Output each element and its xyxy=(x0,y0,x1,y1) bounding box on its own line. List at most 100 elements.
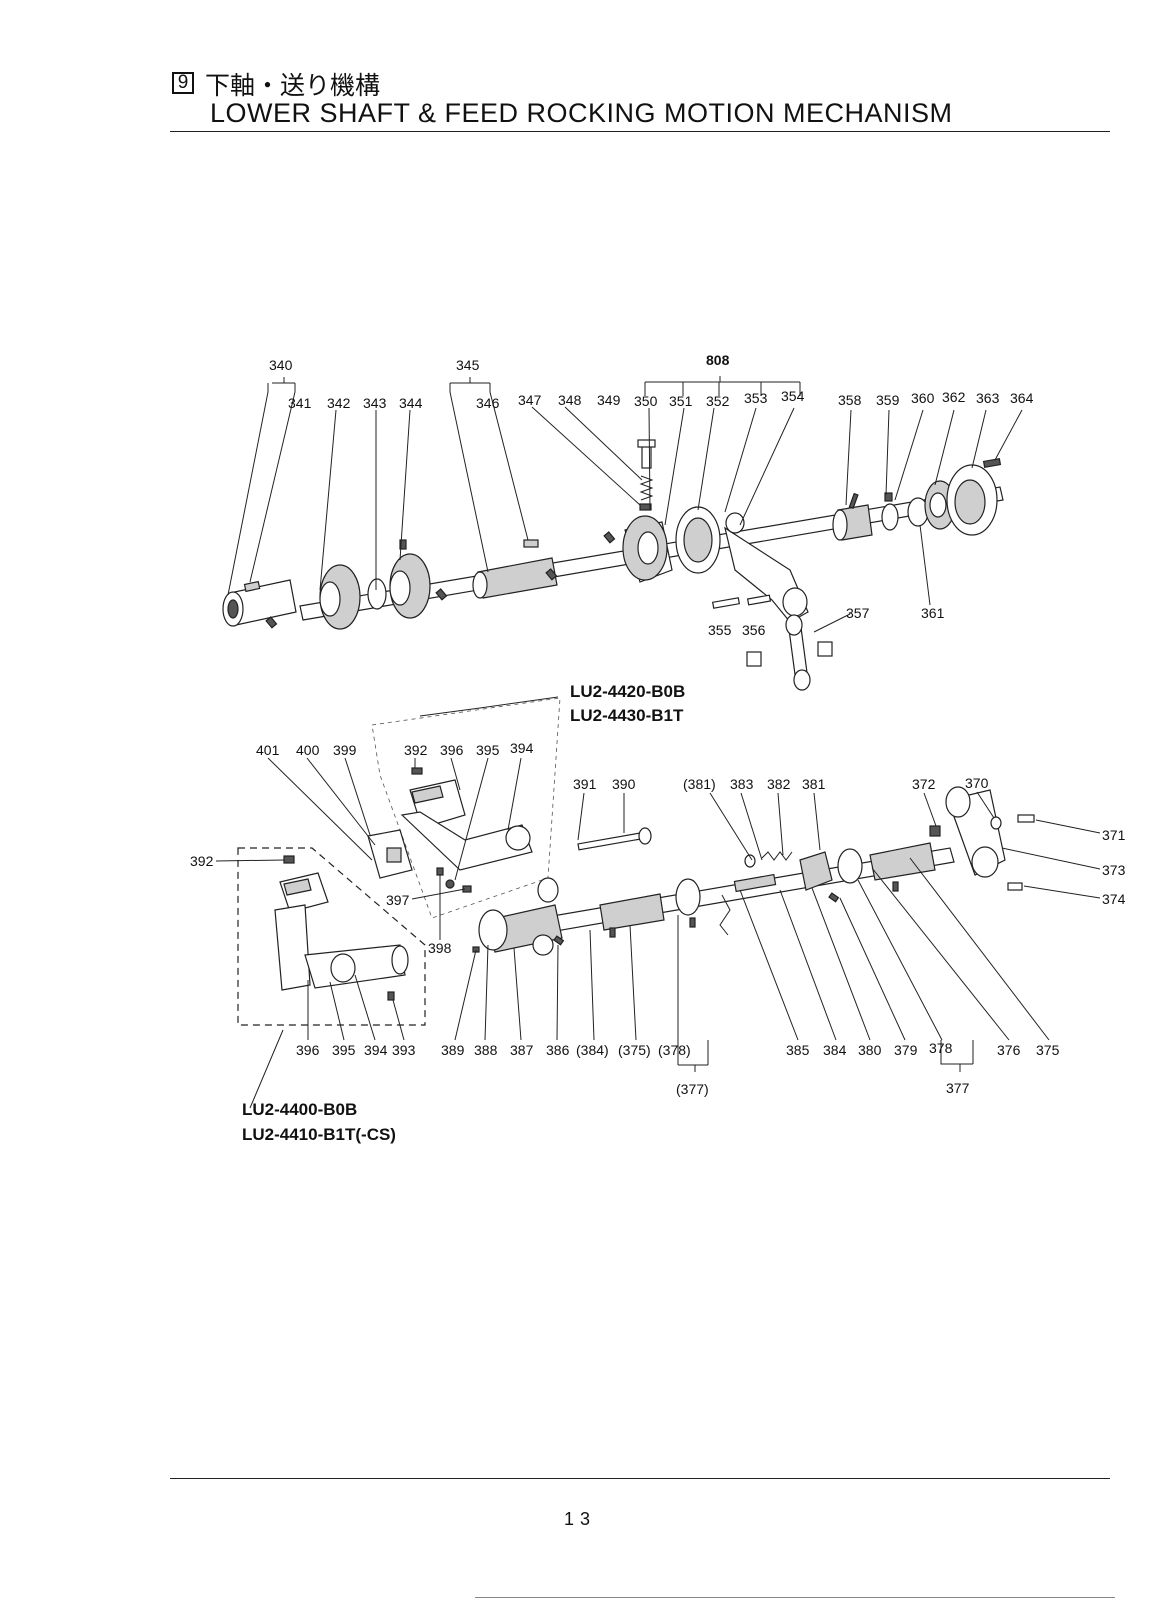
nut-372 xyxy=(929,825,941,837)
model-lu2-4400: LU2-4400-B0B xyxy=(242,1100,357,1119)
label-340: 340 xyxy=(269,357,293,373)
model-lu2-4420: LU2-4420-B0B xyxy=(570,682,685,701)
lower-optional-box xyxy=(237,847,426,1026)
slide-block-b xyxy=(817,641,833,657)
label-384-paren: (384) xyxy=(576,1042,609,1058)
label-396a: 396 xyxy=(440,742,464,758)
lower-leader-lines xyxy=(215,696,1101,1109)
section-title-english: LOWER SHAFT & FEED ROCKING MOTION MECHAN… xyxy=(210,98,953,128)
label-396b: 396 xyxy=(296,1042,320,1058)
label-362: 362 xyxy=(942,389,966,405)
label-342: 342 xyxy=(327,395,351,411)
screw-393 xyxy=(387,991,395,1001)
screw-392b xyxy=(283,855,295,864)
model-lu2-4430: LU2-4430-B1T xyxy=(570,706,684,725)
label-393: 393 xyxy=(392,1042,416,1058)
label-382: 382 xyxy=(767,776,791,792)
feed-bar-394b xyxy=(274,904,311,991)
label-371: 371 xyxy=(1102,827,1126,843)
label-357: 357 xyxy=(846,605,870,621)
collar-380 xyxy=(837,848,863,884)
label-391: 391 xyxy=(573,776,597,792)
bushing-375 xyxy=(599,893,665,931)
footer-rule xyxy=(170,1478,1110,1479)
model-lu2-4410: LU2-4410-B1T(-CS) xyxy=(242,1125,396,1144)
label-359: 359 xyxy=(876,392,900,408)
label-379: 379 xyxy=(894,1042,918,1058)
lower-shaft-assembly xyxy=(222,439,1004,691)
label-377: 377 xyxy=(946,1080,970,1096)
label-400: 400 xyxy=(296,742,320,758)
collar-378 xyxy=(675,878,701,916)
label-352: 352 xyxy=(706,393,730,409)
screw-374 xyxy=(1007,882,1023,891)
label-354: 354 xyxy=(781,388,805,404)
label-386: 386 xyxy=(546,1042,570,1058)
label-381-paren: (381) xyxy=(683,776,716,792)
label-392b: 392 xyxy=(190,853,214,869)
feed-bar-394a xyxy=(400,811,533,871)
bushing-346 xyxy=(477,557,558,599)
label-373: 373 xyxy=(1102,862,1126,878)
collar-395a xyxy=(445,879,455,889)
label-353: 353 xyxy=(744,390,768,406)
label-401: 401 xyxy=(256,742,280,758)
screw-364 xyxy=(982,457,1002,469)
label-375-paren: (375) xyxy=(618,1042,651,1058)
spring-348 xyxy=(639,475,654,501)
header-rule xyxy=(170,131,1110,132)
label-349: 349 xyxy=(597,392,621,408)
section-title-japanese: 下軸・送り機構 xyxy=(205,71,381,100)
label-381: 381 xyxy=(802,776,826,792)
feed-rocking-assembly xyxy=(237,697,1035,1026)
label-378: 378 xyxy=(929,1040,953,1056)
bushing-376 xyxy=(869,842,936,881)
label-345: 345 xyxy=(456,357,480,373)
pin-390 xyxy=(577,831,647,851)
label-388: 388 xyxy=(474,1042,498,1058)
screw-398 xyxy=(436,867,444,876)
label-372: 372 xyxy=(912,776,936,792)
collar-343 xyxy=(367,578,387,610)
screw-392a xyxy=(411,767,423,775)
label-392a: 392 xyxy=(404,742,428,758)
wire-384 xyxy=(719,894,731,936)
collar-395b xyxy=(330,953,356,983)
label-377-paren: (377) xyxy=(676,1081,709,1097)
label-390: 390 xyxy=(612,776,636,792)
section-number-box: 9 xyxy=(172,72,194,94)
pin-371 xyxy=(1017,814,1035,823)
label-347: 347 xyxy=(518,392,542,408)
label-397: 397 xyxy=(386,892,410,908)
label-350: 350 xyxy=(634,393,658,409)
label-378-paren: (378) xyxy=(658,1042,691,1058)
label-361: 361 xyxy=(921,605,945,621)
spring-382 xyxy=(761,851,793,861)
label-356: 356 xyxy=(742,622,766,638)
label-384: 384 xyxy=(823,1042,847,1058)
label-343: 343 xyxy=(363,395,387,411)
label-398: 398 xyxy=(428,940,452,956)
washer-370 xyxy=(990,816,1002,830)
label-363: 363 xyxy=(976,390,1000,406)
oil-wick-346 xyxy=(523,539,539,548)
label-348: 348 xyxy=(558,392,582,408)
label-374: 374 xyxy=(1102,891,1126,907)
label-387: 387 xyxy=(510,1042,534,1058)
label-389: 389 xyxy=(441,1042,465,1058)
label-399: 399 xyxy=(333,742,357,758)
label-376: 376 xyxy=(997,1042,1021,1058)
label-341: 341 xyxy=(288,395,312,411)
slide-block-a xyxy=(746,651,762,667)
bottom-edge-line xyxy=(475,1597,1115,1598)
label-355: 355 xyxy=(708,622,732,638)
set-screw xyxy=(399,539,407,550)
label-344: 344 xyxy=(399,395,423,411)
crank-381 xyxy=(799,851,833,891)
label-360: 360 xyxy=(911,390,935,406)
upper-optional-box xyxy=(371,697,561,919)
page-number: 13 xyxy=(563,1509,597,1529)
label-364: 364 xyxy=(1010,390,1034,406)
